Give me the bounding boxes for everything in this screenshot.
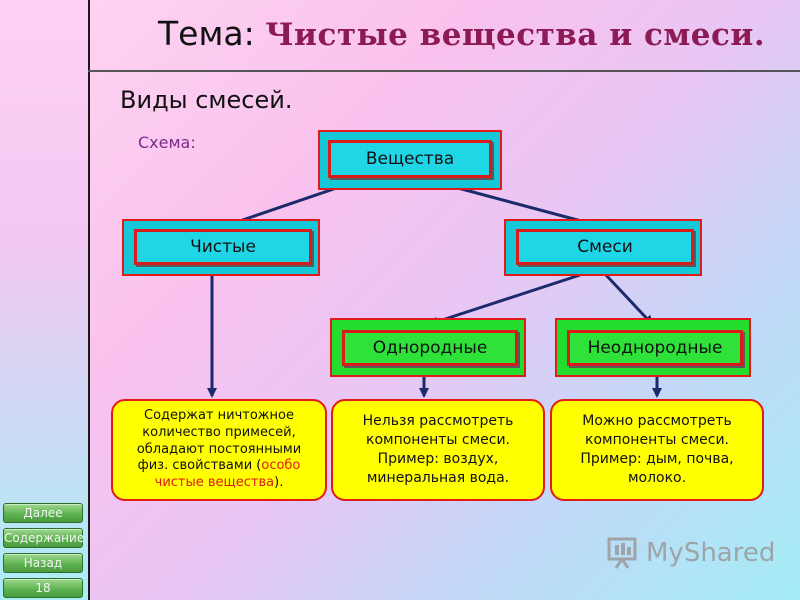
left-sidebar [0, 0, 88, 600]
presentation-board-icon [607, 537, 637, 569]
next-button[interactable]: Далее [3, 503, 83, 523]
vertical-divider [88, 0, 90, 600]
node-homogeneous: Однородные [330, 318, 526, 377]
leaf-pure-description: Содержат ничтожное количество примесей, … [111, 399, 327, 501]
node-mixtures-label: Смеси [516, 229, 694, 265]
node-homogeneous-label: Однородные [342, 330, 518, 366]
arrow-mixtures-to-homogeneous [428, 273, 581, 327]
page-number-button[interactable]: 18 [3, 578, 83, 598]
leaf-pure-text-2: ). [274, 475, 284, 491]
node-mixtures: Смеси [504, 219, 702, 276]
horizontal-divider [88, 70, 800, 72]
back-button[interactable]: Назад [3, 553, 83, 573]
watermark: MyShared [606, 536, 775, 570]
leaf-pure-highlight: особо чистые вещества [154, 458, 301, 491]
leaf-heterogeneous-description: Можно рассмотреть компоненты смеси. Прим… [550, 399, 764, 501]
watermark-text: MyShared [646, 538, 776, 568]
node-heterogeneous: Неоднородные [555, 318, 751, 377]
arrow-mixtures-to-heterogeneous [604, 273, 654, 326]
node-heterogeneous-label: Неоднородные [567, 330, 743, 366]
topic-name: Чистые вещества и смеси. [265, 17, 766, 53]
leaf-pure-text-1: Содержат ничтожное количество примесей, … [136, 407, 302, 474]
node-pure: Чистые [122, 219, 320, 276]
node-substances-label: Вещества [328, 140, 492, 178]
section-heading: Виды смесей. [120, 86, 293, 114]
schema-label: Схема: [138, 133, 196, 152]
node-pure-label: Чистые [134, 229, 312, 265]
leaf-homogeneous-description: Нельзя рассмотреть компоненты смеси. При… [331, 399, 545, 501]
node-substances: Вещества [318, 130, 502, 190]
topic-prefix: Тема: [158, 14, 255, 53]
contents-button[interactable]: Содержание [3, 528, 84, 548]
page-title: Тема: Чистые вещества и смеси. [158, 14, 765, 53]
